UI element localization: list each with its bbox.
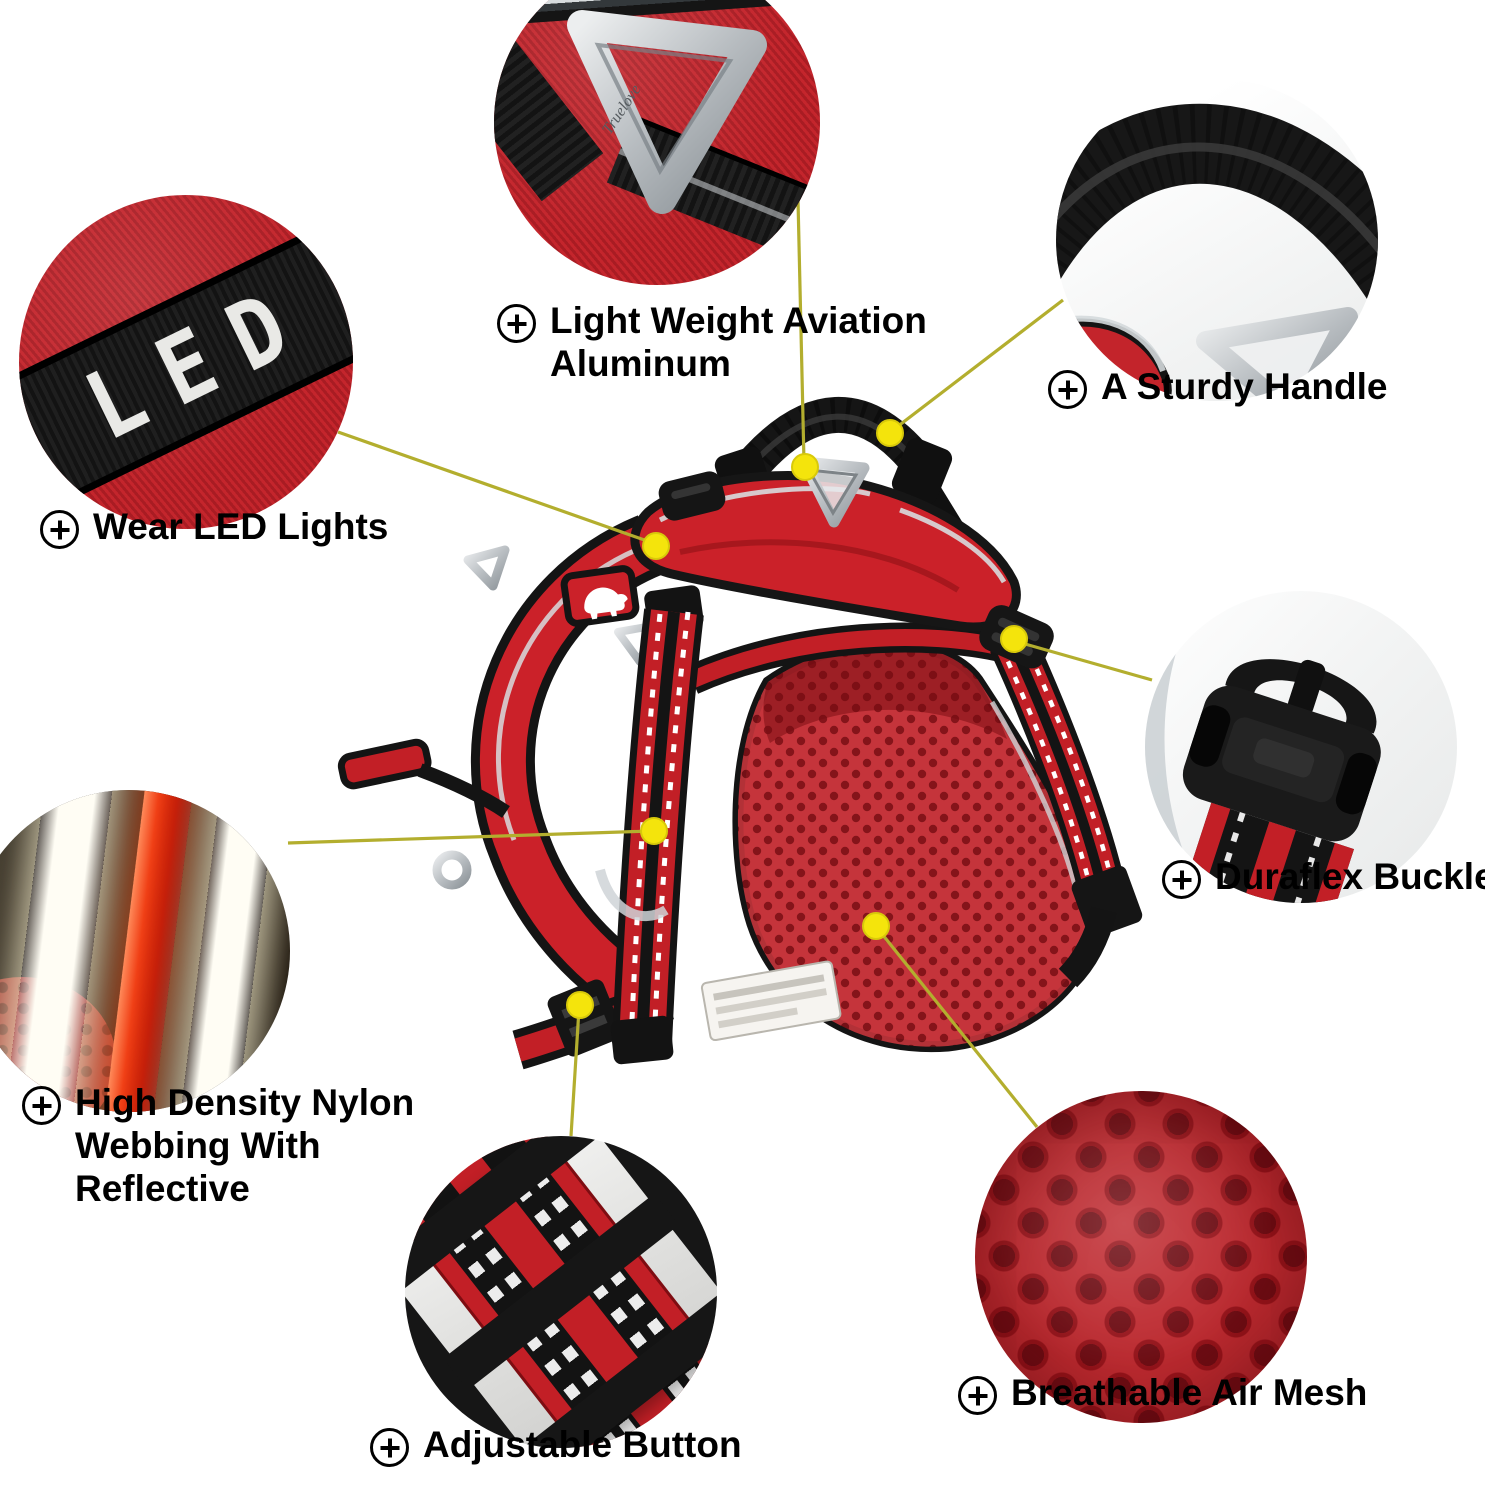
feature-nylon-webbing: High Density Nylon Webbing With Reflecti… xyxy=(22,1082,442,1211)
callout-circle-button xyxy=(405,1136,717,1448)
harness-left-buckle xyxy=(658,471,726,521)
marker-dot-buckle xyxy=(1000,625,1028,653)
marker-dot-aluminum xyxy=(791,453,819,481)
feature-duraflex-buckle: Duraflex Buckle xyxy=(1162,856,1485,899)
plus-circle-icon xyxy=(22,1086,61,1125)
callout-line-mesh xyxy=(876,927,1039,1129)
product-photo-harness xyxy=(337,396,1143,1070)
feature-label: Adjustable Button xyxy=(423,1424,742,1465)
adjuster-assembly xyxy=(405,1136,717,1448)
callout-circle-handle xyxy=(1056,79,1378,401)
plus-circle-icon xyxy=(497,304,536,343)
callout-line-buckle xyxy=(1017,640,1153,682)
callout-circle-mesh xyxy=(975,1091,1307,1423)
callout-line-button xyxy=(569,1008,581,1137)
callout-lines xyxy=(287,199,1153,1137)
marker-dot-button xyxy=(566,991,594,1019)
callout-circle-led: LED xyxy=(19,195,353,529)
plus-circle-icon xyxy=(958,1376,997,1415)
feature-label: High Density Nylon Webbing With Reflecti… xyxy=(75,1082,415,1209)
feature-adjustable-button: Adjustable Button xyxy=(370,1424,742,1467)
plus-circle-icon xyxy=(1162,860,1201,899)
plus-circle-icon xyxy=(370,1428,409,1467)
duraflex-buckle-shape xyxy=(1182,659,1381,842)
feature-label: A Sturdy Handle xyxy=(1101,366,1388,407)
reflective-stripe xyxy=(0,790,121,1112)
reflective-stripe xyxy=(172,790,283,1112)
callout-line-led xyxy=(337,430,654,545)
callout-circle-buckle xyxy=(1145,591,1457,903)
harness-chest-panel xyxy=(732,638,1101,1053)
harness-aluminum-ring xyxy=(798,456,870,528)
feature-led-lights: Wear LED Lights xyxy=(40,506,388,549)
harness-logo-patch xyxy=(560,565,640,627)
feature-label: Breathable Air Mesh xyxy=(1011,1372,1368,1413)
plus-circle-icon xyxy=(40,510,79,549)
feature-label: Duraflex Buckle xyxy=(1215,856,1485,897)
feature-air-mesh: Breathable Air Mesh xyxy=(958,1372,1367,1415)
aluminum-triangle-ring xyxy=(567,10,767,214)
red-stripe xyxy=(97,790,200,1112)
feature-label: Wear LED Lights xyxy=(93,506,389,547)
feature-aviation-aluminum: Light Weight Aviation Aluminum xyxy=(497,300,967,386)
reflective-stripes xyxy=(0,790,290,1112)
callout-line-webbing xyxy=(287,829,653,845)
marker-dot-handle xyxy=(876,419,904,447)
harness-chest-top-strap xyxy=(685,622,1009,694)
marker-dot-webbing xyxy=(640,817,668,845)
marker-dot-led xyxy=(642,532,670,560)
harness-left-strap xyxy=(337,545,510,890)
harness-size-label xyxy=(700,960,842,1042)
aluminum-dring-detail: Truelove xyxy=(567,10,767,214)
plus-circle-icon xyxy=(1048,370,1087,409)
callout-markers xyxy=(566,419,1028,1019)
marker-dot-mesh xyxy=(862,912,890,940)
handle-strap xyxy=(1056,103,1378,311)
callout-line-handle xyxy=(892,298,1064,432)
feature-label: Light Weight Aviation Aluminum xyxy=(550,300,927,384)
harness-right-webbing xyxy=(990,632,1143,988)
callout-circle-aluminum: Truelove xyxy=(494,0,820,285)
handle-detail xyxy=(1056,103,1378,401)
callout-circle-webbing xyxy=(0,790,290,1112)
feature-sturdy-handle: A Sturdy Handle xyxy=(1048,366,1387,409)
